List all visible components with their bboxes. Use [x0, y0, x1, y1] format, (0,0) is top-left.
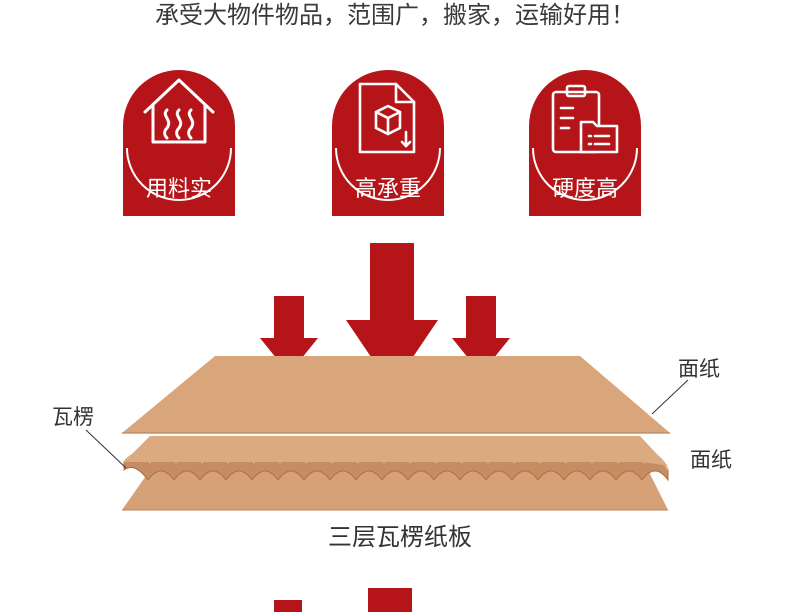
house-heat-icon: [143, 78, 215, 144]
badge-shape: [123, 70, 235, 216]
pressure-arrows: [260, 243, 510, 388]
feature-badge-solid-material: 用料实: [123, 70, 235, 216]
next-arrow-center-partial: [368, 588, 412, 612]
arrow-left: [260, 296, 318, 374]
top-liner: [122, 356, 670, 433]
badge-label: 硬度高: [551, 177, 618, 202]
badge-label: 用料实: [145, 177, 212, 202]
arrow-center: [346, 243, 438, 388]
leader-line-top-liner: [651, 379, 689, 415]
label-flute: 瓦楞: [52, 405, 94, 429]
bottom-liner: [122, 470, 668, 510]
headline: 承受大物件物品，范围广，搬家，运输好用！: [155, 1, 635, 29]
arrow-right: [452, 296, 510, 374]
clipboard-folder-icon: [551, 84, 619, 154]
label-top-liner: 面纸: [678, 357, 720, 381]
badge-shape: [529, 70, 641, 216]
document-box-icon: [358, 82, 416, 154]
middle-liner: [124, 436, 668, 466]
leader-line-flute: [85, 429, 127, 469]
badge-shape: [332, 70, 444, 216]
feature-badge-high-hardness: 硬度高: [529, 70, 641, 216]
label-liner: 面纸: [690, 448, 732, 472]
feature-badge-load-bearing: 高承重: [332, 70, 444, 216]
badge-label: 高承重: [354, 177, 421, 202]
diagram-caption: 三层瓦楞纸板: [328, 523, 472, 551]
next-arrow-left-partial: [274, 600, 302, 612]
